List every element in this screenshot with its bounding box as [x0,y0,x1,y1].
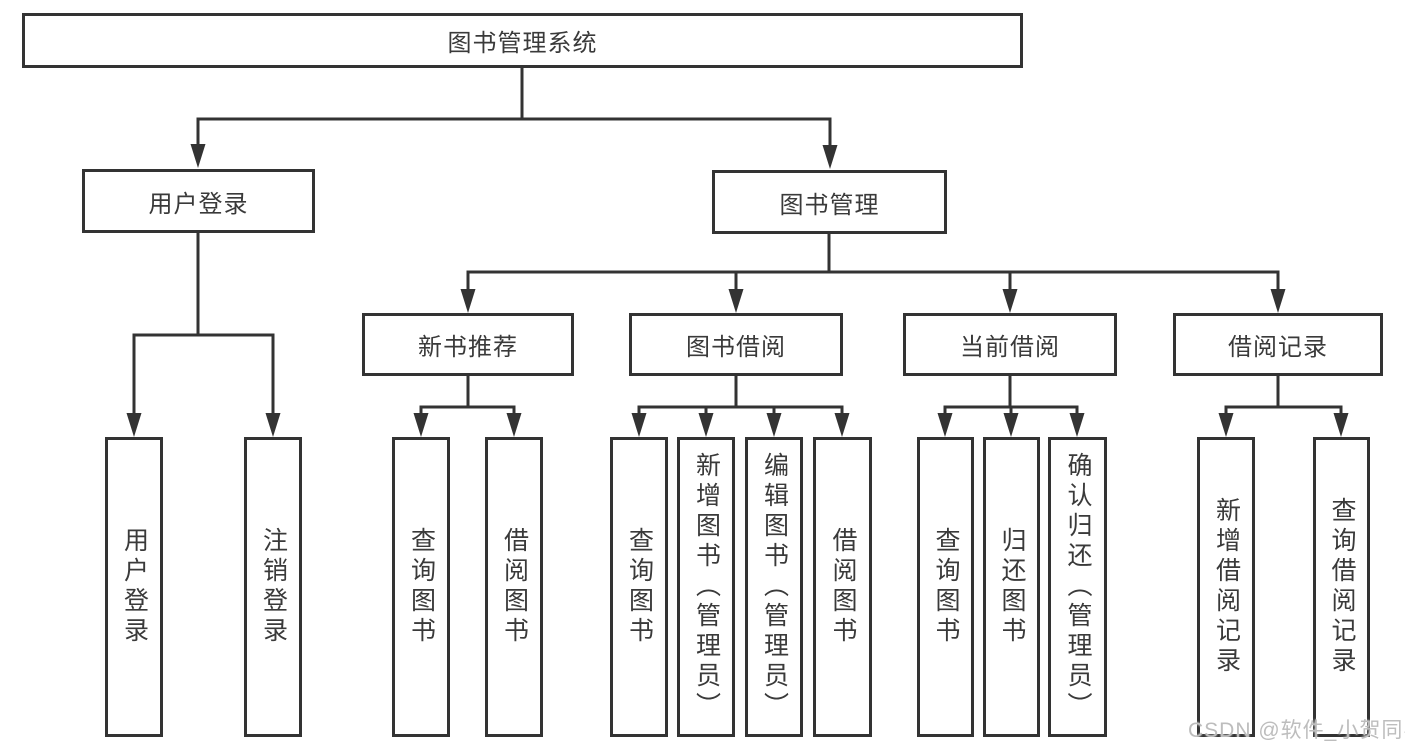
node-leaf-add-borrow-record-label: 新增借阅记录 [1212,497,1241,677]
node-leaf-query-books-recommend: 查询图书 [392,437,450,737]
node-user-login: 用户登录 [82,169,315,233]
node-current-borrowing: 当前借阅 [903,313,1117,376]
node-root-label: 图书管理系统 [447,30,598,57]
watermark: CSDN @软件_小贺同学 [1188,719,1405,742]
node-leaf-add-borrow-record: 新增借阅记录 [1197,437,1255,737]
node-leaf-borrow-books-recommend-label: 借阅图书 [500,527,529,647]
connector-root-to-level2 [190,68,838,169]
connector-current-borrowing-to-leaves [937,376,1085,437]
node-current-borrowing-label: 当前借阅 [960,334,1060,361]
node-new-book-recommend-label: 新书推荐 [418,334,518,361]
node-leaf-logout: 注销登录 [244,437,302,737]
node-leaf-query-books-borrowing: 查询图书 [610,437,668,737]
node-leaf-borrow-books-recommend: 借阅图书 [485,437,543,737]
node-leaf-logout-label: 注销登录 [259,527,288,647]
connector-borrowing-records-to-leaves [1218,376,1349,437]
node-leaf-edit-book-admin: 编辑图书（管理员） [745,437,803,737]
node-book-borrowing-label: 图书借阅 [686,334,786,361]
node-book-management: 图书管理 [712,170,947,234]
connector-new-book-recommend-to-leaves [413,376,522,437]
node-borrowing-records: 借阅记录 [1173,313,1383,376]
node-leaf-user-login-label: 用户登录 [120,527,149,647]
node-leaf-user-login: 用户登录 [105,437,163,737]
node-leaf-query-books-current-label: 查询图书 [932,527,960,647]
connector-user-login-to-leaves [126,233,281,437]
node-leaf-query-borrow-record-label: 查询借阅记录 [1328,497,1356,677]
node-book-borrowing: 图书借阅 [629,313,843,376]
node-leaf-query-books-recommend-label: 查询图书 [407,527,436,647]
node-leaf-query-borrow-record: 查询借阅记录 [1313,437,1370,737]
node-leaf-query-books-current: 查询图书 [917,437,974,737]
node-leaf-add-book-admin: 新增图书（管理员） [677,437,735,737]
node-new-book-recommend: 新书推荐 [362,313,574,376]
connector-book-management-to-level3 [460,234,1286,313]
node-root: 图书管理系统 [22,13,1023,68]
node-leaf-edit-book-admin-label: 编辑图书（管理员） [760,452,789,722]
node-leaf-query-books-borrowing-label: 查询图书 [625,527,654,647]
node-leaf-borrow-books-borrowing: 借阅图书 [813,437,872,737]
connector-book-borrowing-to-leaves [631,376,850,437]
node-leaf-add-book-admin-label: 新增图书（管理员） [692,452,721,722]
node-book-management-label: 图书管理 [779,191,880,219]
node-user-login-label: 用户登录 [148,190,249,218]
node-leaf-confirm-return-admin-label: 确认归还（管理员） [1064,452,1092,722]
node-leaf-return-books: 归还图书 [983,437,1040,737]
node-borrowing-records-label: 借阅记录 [1228,334,1328,361]
node-leaf-borrow-books-borrowing-label: 借阅图书 [829,527,857,647]
node-leaf-confirm-return-admin: 确认归还（管理员） [1048,437,1107,737]
node-leaf-return-books-label: 归还图书 [998,527,1026,647]
